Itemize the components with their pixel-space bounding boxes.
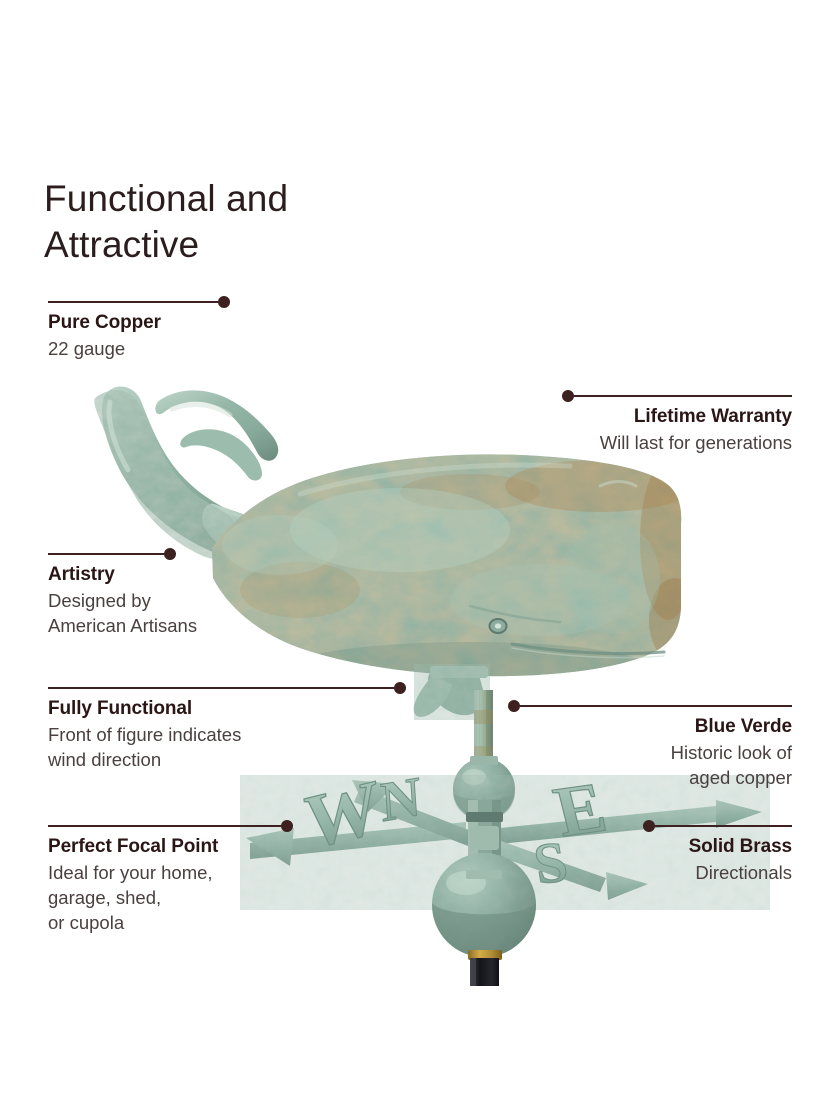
callout-line: [48, 553, 164, 556]
callout-body: Ideal for your home, garage, shed, or cu…: [48, 862, 213, 933]
callout-line: [574, 395, 792, 398]
callout-solid-brass: Solid Brass Directionals: [643, 820, 792, 885]
callout-artistry: Artistry Designed by American Artisans: [48, 548, 197, 638]
center-hub: [466, 800, 503, 878]
page-title: Functional and Attractive: [44, 178, 289, 265]
callout-body: Directionals: [695, 862, 792, 883]
callout-rule: [508, 700, 792, 712]
callout-dot: [562, 390, 574, 402]
callout-rule: [48, 682, 406, 694]
letter-west: W: [300, 762, 384, 867]
svg-text:S: S: [529, 829, 572, 896]
callout-pure-copper: Pure Copper 22 gauge: [48, 296, 230, 361]
callout-heading: Fully Functional: [48, 698, 193, 719]
callout-lifetime-warranty: Lifetime Warranty Will last for generati…: [562, 390, 792, 455]
callout-body: Designed by American Artisans: [48, 590, 198, 636]
callout-rule: [48, 820, 293, 832]
callout-dot: [643, 820, 655, 832]
callout-body: Will last for generations: [599, 432, 792, 453]
callout-line: [520, 705, 792, 708]
callout-dot: [218, 296, 230, 308]
letter-south: S: [528, 829, 572, 897]
callout-rule: [562, 390, 792, 402]
callout-line: [48, 825, 281, 828]
callout-heading: Blue Verde: [694, 716, 792, 737]
svg-text:W: W: [301, 763, 384, 866]
svg-text:N: N: [379, 765, 423, 834]
whale-pectoral-fin: [413, 664, 490, 720]
callout-dot: [281, 820, 293, 832]
callout-perfect-focal-point: Perfect Focal Point Ideal for your home,…: [48, 820, 293, 935]
north-south-arm: [352, 780, 648, 900]
mounting-rod: [468, 950, 502, 986]
callout-heading: Solid Brass: [688, 836, 793, 857]
callout-line: [655, 825, 792, 828]
whale-body: [212, 454, 682, 677]
callout-body: 22 gauge: [48, 338, 126, 359]
callout-body: Historic look of aged copper: [670, 742, 792, 788]
callout-dot: [394, 682, 406, 694]
callout-heading: Artistry: [48, 564, 115, 585]
callout-fully-functional: Fully Functional Front of figure indicat…: [48, 682, 406, 772]
callout-heading: Perfect Focal Point: [48, 836, 219, 857]
callout-rule: [643, 820, 792, 832]
callout-dot: [508, 700, 520, 712]
callout-line: [48, 687, 394, 690]
callout-heading: Pure Copper: [48, 312, 161, 333]
letter-north: N: [378, 765, 423, 835]
support-post: [470, 690, 497, 780]
callout-line: [48, 301, 218, 304]
upper-sphere: [453, 756, 515, 820]
callout-rule: [48, 548, 176, 560]
callout-body: Front of figure indicates wind direction: [48, 724, 242, 770]
callout-heading: Lifetime Warranty: [633, 406, 792, 427]
callout-blue-verde: Blue Verde Historic look of aged copper: [508, 700, 792, 790]
lower-sphere: [432, 853, 536, 957]
callout-rule: [48, 296, 230, 308]
callout-dot: [164, 548, 176, 560]
